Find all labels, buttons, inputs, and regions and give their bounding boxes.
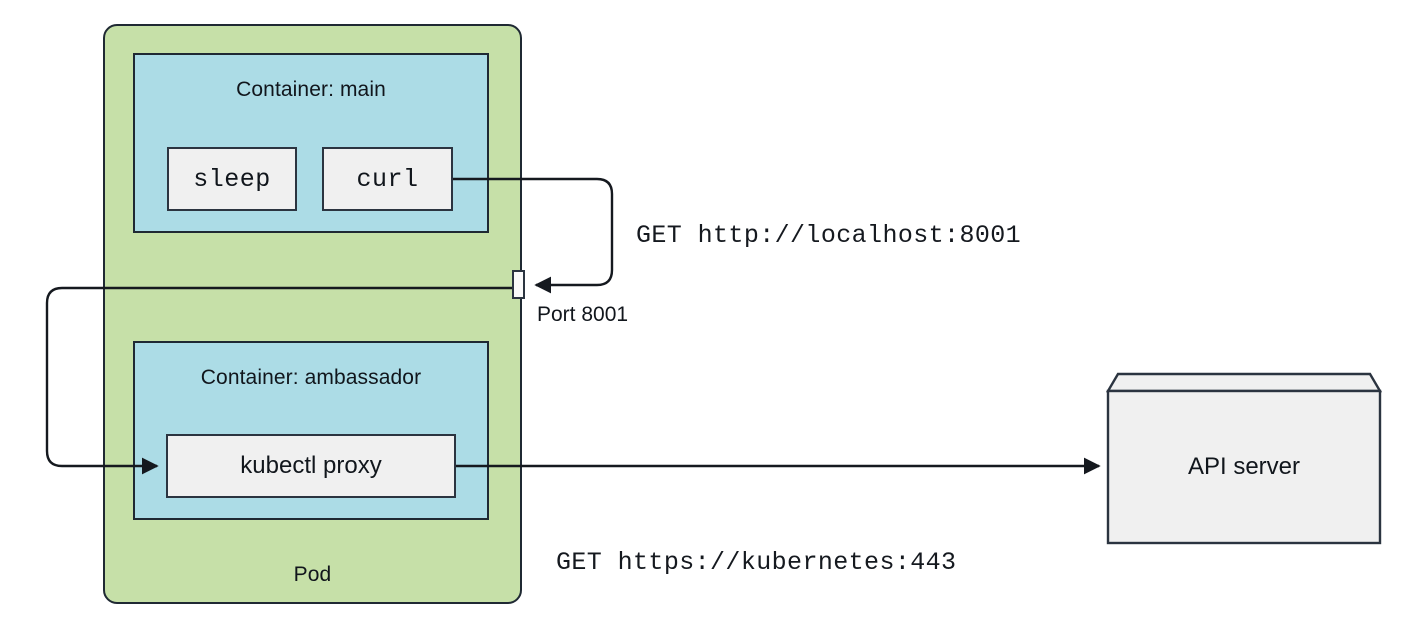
process-box-sleep: sleep	[167, 147, 297, 211]
pod-label: Pod	[293, 563, 332, 586]
process-box-kubectl-proxy: kubectl proxy	[166, 434, 456, 498]
process-box-curl: curl	[322, 147, 453, 211]
port-connector-8001	[512, 270, 525, 299]
port-label: Port 8001	[537, 303, 629, 326]
edge-label-localhost-request: GET http://localhost:8001	[636, 221, 1022, 250]
container-ambassador-title: Container: ambassador	[200, 366, 422, 389]
api-server-label: API server	[1187, 453, 1301, 480]
edge-label-api-request-line1: GET https://kubernetes:443	[556, 548, 957, 577]
container-main-title: Container: main	[236, 78, 386, 101]
edge-label-api-request: GET https://kubernetes:443 Authorization…	[556, 480, 1003, 626]
